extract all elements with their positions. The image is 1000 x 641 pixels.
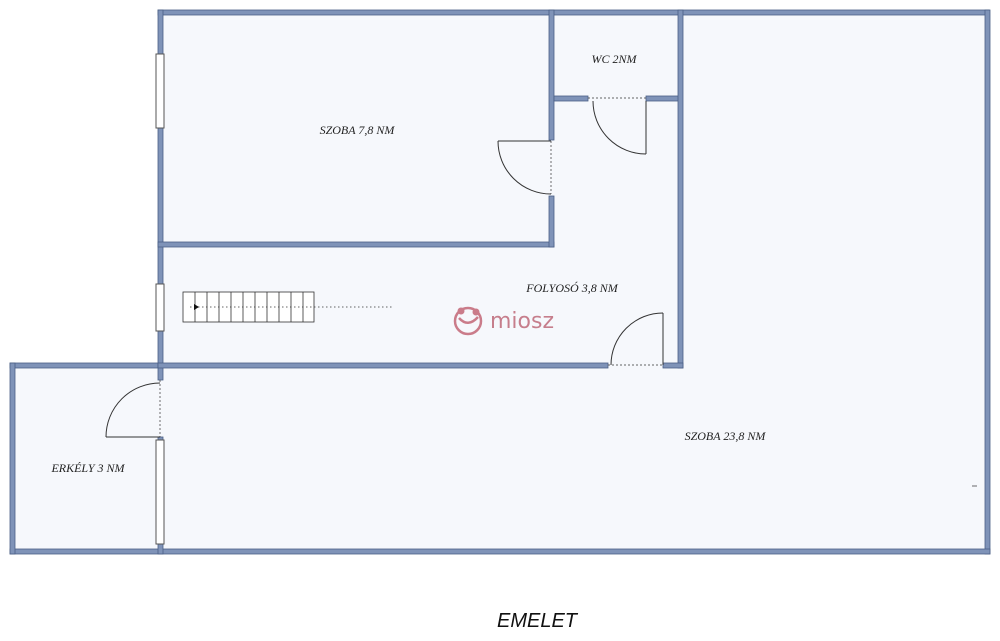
walls: [9, 9, 991, 555]
room-label-szoba-7-8: SZOBA 7,8 NM: [320, 123, 396, 137]
wall-balcony-left: [9, 362, 16, 555]
wall-right: [984, 9, 991, 555]
wall-corridor-bottom-right: [662, 362, 684, 369]
door-small-room: [497, 140, 552, 195]
window-small-room: [155, 53, 165, 129]
wall-small-room-right-upper: [548, 9, 555, 141]
staircase: [182, 291, 392, 323]
miosz-logo-icon: [453, 306, 483, 336]
wall-corridor-bottom: [157, 362, 609, 369]
floor-balcony: [10, 365, 160, 552]
windows: [155, 53, 165, 545]
wall-small-room-right-lower: [548, 195, 555, 248]
room-label-erkely: ERKÉLY 3 NM: [50, 461, 125, 475]
floor-areas: [10, 12, 988, 552]
watermark-text: miosz: [490, 309, 554, 334]
wall-left-upper: [157, 9, 164, 381]
window-corridor: [155, 283, 165, 332]
stair-arrow-icon: [194, 304, 199, 310]
wall-top: [157, 9, 990, 16]
door-corridor: [608, 312, 664, 366]
room-labels: SZOBA 7,8 NM WC 2NM FOLYOSÓ 3,8 NM SZOBA…: [50, 52, 766, 475]
wall-balcony-top: [9, 362, 161, 369]
window-balcony: [155, 439, 165, 545]
floor-title: EMELET: [497, 610, 579, 632]
wall-small-room-bottom: [157, 241, 555, 248]
watermark: miosz: [453, 306, 554, 336]
room-label-wc: WC 2NM: [592, 52, 638, 66]
room-label-folyoso: FOLYOSÓ 3,8 NM: [525, 281, 618, 295]
wall-bottom: [9, 548, 991, 555]
wall-corridor-right: [677, 9, 684, 369]
wall-wc-bottom-left: [553, 95, 589, 102]
room-label-szoba-23-8: SZOBA 23,8 NM: [685, 429, 767, 443]
wall-wc-bottom-right: [645, 95, 683, 102]
floor-main: [158, 12, 988, 552]
doors: [105, 97, 664, 438]
door-wc: [588, 97, 647, 155]
door-balcony: [105, 380, 161, 438]
